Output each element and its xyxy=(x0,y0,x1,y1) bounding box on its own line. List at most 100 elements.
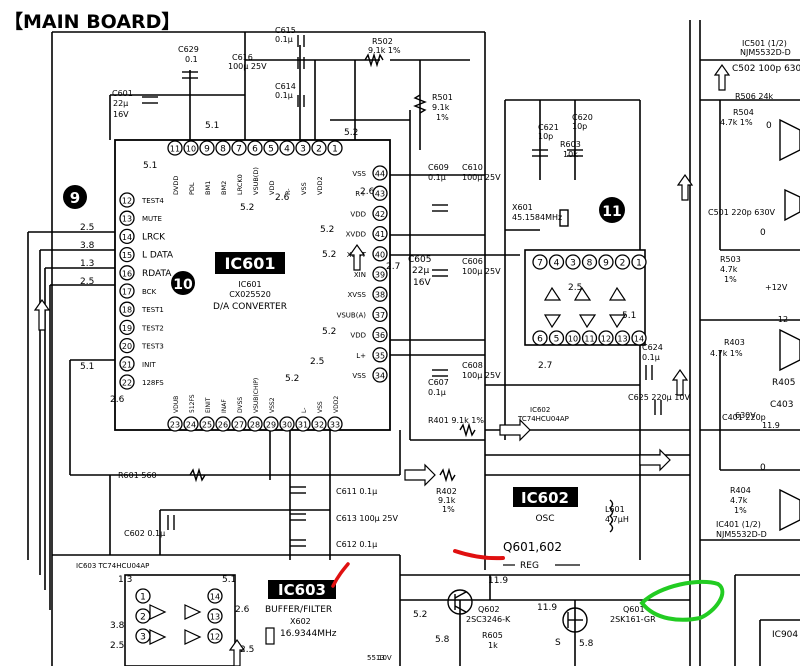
svg-text:C606: C606 xyxy=(462,257,483,266)
ic601-pin-25-number: 25 xyxy=(202,421,212,430)
ic601-pin-label-4: R- xyxy=(284,188,292,195)
svg-text:1k: 1k xyxy=(488,641,498,650)
ic601-pin-36-number: 36 xyxy=(375,331,385,340)
ic601-pin-9 xyxy=(199,140,215,156)
ic601-pin-32 xyxy=(311,416,327,432)
svg-text:16V: 16V xyxy=(113,110,129,119)
ic601-pin-label-18: TEST1 xyxy=(141,306,164,314)
ic602-func: OSC xyxy=(535,514,554,524)
ic601-pin-22-number: 22 xyxy=(122,379,132,388)
svg-text:C625 220μ 10V: C625 220μ 10V xyxy=(628,393,690,402)
svg-text:R501: R501 xyxy=(432,93,453,102)
ic601-pin-27 xyxy=(231,416,247,432)
ic602-part2: TC74HCU04AP xyxy=(517,415,569,423)
svg-text:5513: 5513 xyxy=(367,654,385,662)
svg-text:S: S xyxy=(555,638,561,648)
svg-text:5.1: 5.1 xyxy=(80,362,94,372)
ic601-pin-28-number: 28 xyxy=(250,421,260,430)
ic601-pin-18-number: 18 xyxy=(122,306,132,315)
ic601-pin-7 xyxy=(231,140,247,156)
ic601-pin-19 xyxy=(119,319,135,336)
ic602-pin-1-number: 1 xyxy=(636,259,642,269)
svg-text:10: 10 xyxy=(173,277,193,293)
ic601-pin-16 xyxy=(119,265,135,281)
ic601-pin-label-9: BM1 xyxy=(204,181,212,195)
svg-text:1.3: 1.3 xyxy=(80,259,94,269)
ic602-pin-2 xyxy=(614,254,631,270)
ic602-pin-9 xyxy=(598,254,614,270)
svg-text:C607: C607 xyxy=(428,378,449,387)
svg-text:C621: C621 xyxy=(538,123,559,132)
svg-text:C610: C610 xyxy=(462,163,483,172)
ic601-pin-14-number: 14 xyxy=(122,233,132,242)
ic601-pin-label-3: VSS xyxy=(300,182,308,195)
ic601-pin-35-number: 35 xyxy=(375,351,385,360)
svg-text:1%: 1% xyxy=(724,275,737,284)
svg-text:2.5: 2.5 xyxy=(568,283,582,293)
svg-text:C614: C614 xyxy=(275,82,296,91)
ic601-pin-38-number: 38 xyxy=(375,291,385,300)
ic601-pin-label-23: VDUB xyxy=(173,396,180,413)
ic601-pin-label-22: 128FS xyxy=(142,379,164,387)
ic602-pin-8 xyxy=(581,254,598,270)
svg-text:22μ: 22μ xyxy=(113,99,128,108)
ic601-pin-label-42: VDD xyxy=(350,210,366,218)
svg-text:10k: 10k xyxy=(563,150,578,159)
svg-text:2SK161-GR: 2SK161-GR xyxy=(610,615,656,624)
ic601-desc: D/A CONVERTER xyxy=(213,302,287,312)
svg-text:2.6: 2.6 xyxy=(235,605,250,615)
ic601-pin-2-number: 2 xyxy=(316,145,322,155)
ic601-pin-25 xyxy=(199,416,215,432)
ic601-pin-32-number: 32 xyxy=(314,421,324,430)
svg-text:100μ 25V: 100μ 25V xyxy=(462,173,501,182)
ic603-pin-12 xyxy=(207,628,223,644)
svg-text:100μ 25V: 100μ 25V xyxy=(228,62,267,71)
ic601-pin-40 xyxy=(372,246,388,262)
ic602-pin-13 xyxy=(614,330,631,346)
svg-text:NJM5532D-D: NJM5532D-D xyxy=(740,48,791,57)
ic601-pin-label-16: RDATA xyxy=(142,269,172,279)
ic602-pin-5-number: 5 xyxy=(554,335,560,345)
svg-text:2SC3246-K: 2SC3246-K xyxy=(466,615,511,624)
ic601-pin-label-8: BM2 xyxy=(220,181,228,195)
ic601-pin-4 xyxy=(279,140,295,156)
ic601-pin-41-number: 41 xyxy=(375,230,385,239)
svg-text:C620: C620 xyxy=(572,113,593,122)
svg-text:X601: X601 xyxy=(512,203,533,212)
ic601-pin-8 xyxy=(215,140,231,156)
ic603-pin-12-number: 12 xyxy=(210,633,220,642)
svg-text:5.1: 5.1 xyxy=(222,575,236,585)
ic601-pin-label-17: BCK xyxy=(142,288,157,296)
ic601-pin-30 xyxy=(279,416,295,432)
svg-text:R503: R503 xyxy=(720,255,741,264)
svg-text:1%: 1% xyxy=(442,505,455,514)
ic601-part: IC601 xyxy=(238,280,261,289)
svg-text:11.9: 11.9 xyxy=(537,603,557,613)
svg-text:C615: C615 xyxy=(275,26,296,35)
ic601-pin-label-24: 512FS xyxy=(189,394,196,413)
ic601-pin-33 xyxy=(327,416,343,432)
svg-text:IC401 (1/2): IC401 (1/2) xyxy=(716,520,761,529)
ic602-pin-1 xyxy=(631,254,647,270)
ic602-pin-2-number: 2 xyxy=(620,259,626,269)
ic601-pin-15-number: 15 xyxy=(122,251,132,260)
svg-text:R401 9.1k 1%: R401 9.1k 1% xyxy=(428,416,484,425)
svg-text:R601 560: R601 560 xyxy=(118,471,157,480)
ic603-func: BUFFER/FILTER xyxy=(265,605,332,615)
q601-602-label: Q601,602 xyxy=(503,540,562,554)
ic603-name: IC603 xyxy=(278,581,326,599)
ic601-pin-10-number: 10 xyxy=(186,145,196,154)
svg-text:2.5: 2.5 xyxy=(80,223,94,233)
svg-text:C624: C624 xyxy=(642,343,663,352)
signal-arrows xyxy=(33,63,731,666)
ic601-pin-23-number: 23 xyxy=(170,421,180,430)
svg-text:2.5: 2.5 xyxy=(80,277,94,287)
svg-text:9.1k 1%: 9.1k 1% xyxy=(368,46,401,55)
ic601-pin-label-21: INIT xyxy=(142,361,156,369)
svg-text:0.1μ: 0.1μ xyxy=(428,388,446,397)
ic602-pin-12-number: 12 xyxy=(601,335,611,344)
ic601-pins: 11DVDD10PDL9BM18BM27LRCK06VSUB(D)5VDD4R-… xyxy=(119,140,388,432)
ic601-pin-5-number: 5 xyxy=(268,145,274,155)
ic602-name: IC602 xyxy=(521,489,569,507)
ic601-pin-24 xyxy=(183,416,199,432)
